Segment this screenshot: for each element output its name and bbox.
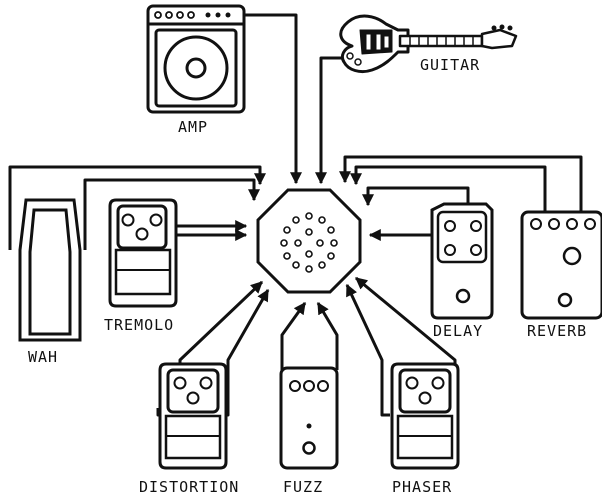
fuzz-label: FUZZ (283, 478, 324, 496)
cable-delay-out-to-hub (368, 222, 439, 241)
distortion-pedal-icon (158, 362, 228, 470)
cable-phaser-out-to-hub (345, 283, 390, 417)
hub-dots (280, 212, 338, 273)
cable-guitar-to-hub (315, 56, 345, 185)
wah-label: WAH (28, 348, 59, 366)
wah-pedal-icon (18, 198, 82, 342)
cable-reverb-out-to-hub (350, 165, 547, 212)
cable-wah-in-to-hub (83, 178, 260, 250)
reverb-label: REVERB (527, 322, 588, 340)
cable-fuzz-in-to-hub (316, 301, 339, 370)
phaser-pedal-icon (390, 362, 460, 470)
cable-reverb-in-to-hub (339, 155, 583, 212)
amp-label: AMP (178, 118, 209, 136)
guitar-label: GUITAR (420, 56, 481, 74)
phaser-label: PHASER (392, 478, 453, 496)
cable-delay-in-to-hub (362, 186, 470, 207)
cable-fuzz-out-to-hub (280, 302, 307, 370)
reverb-pedal-icon (520, 210, 602, 320)
cable-amp-to-hub (244, 13, 302, 185)
cable-tremolo-in-to-hub (171, 220, 248, 240)
distortion-label: DISTORTION (139, 478, 240, 496)
patch-hub-icon (256, 188, 362, 294)
tremolo-pedal-icon (108, 198, 178, 308)
delay-label: DELAY (433, 322, 484, 340)
tremolo-label: TREMOLO (104, 316, 175, 334)
amplifier-icon (146, 4, 246, 114)
electric-guitar-icon (339, 14, 518, 74)
delay-pedal-icon (430, 202, 494, 320)
fuzz-pedal-icon (279, 366, 339, 470)
cable-wah-out-to-hub (8, 165, 266, 250)
